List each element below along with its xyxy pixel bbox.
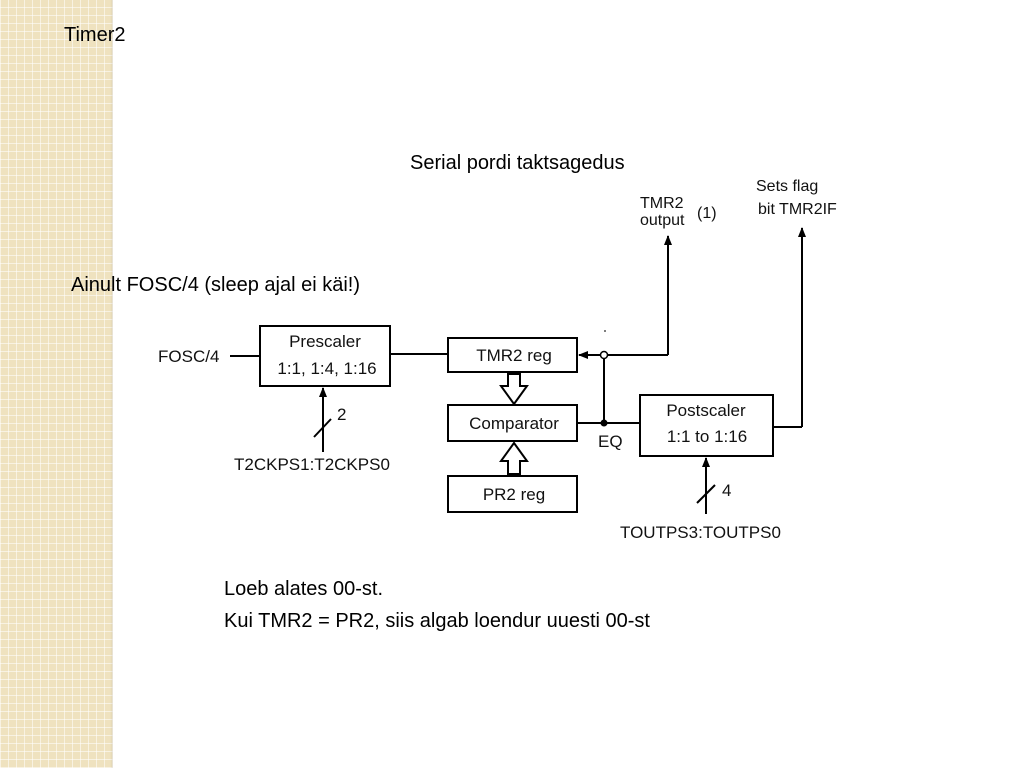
postscaler-ratios: 1:1 to 1:16 <box>667 427 747 446</box>
prescaler-box <box>259 325 391 387</box>
comparator-box <box>447 404 578 442</box>
pr2-to-comparator-arrow <box>499 441 529 475</box>
decorative-side-strip <box>0 0 113 768</box>
pr2-reg-label: PR2 reg <box>483 485 545 504</box>
flag-label-2: bit TMR2IF <box>758 201 837 218</box>
note-line-1: Loeb alates 00-st. <box>224 578 383 600</box>
tmr2-to-comparator-arrow <box>499 373 529 406</box>
prescaler-bus-slash <box>313 418 332 438</box>
stray-dot <box>604 330 606 332</box>
tmr2-reg-label: TMR2 reg <box>476 346 552 365</box>
fosc-note: Ainult FOSC/4 (sleep ajal ei käi!) <box>71 274 361 296</box>
tmr2-output-footnote: (1) <box>697 205 717 222</box>
prescaler-bus-bits: T2CKPS1:T2CKPS0 <box>234 455 390 474</box>
tmr2-output-label-1: TMR2 <box>640 195 684 212</box>
tmr2-output-junction <box>599 350 609 360</box>
comparator-label: Comparator <box>469 414 559 433</box>
serial-port-label: Serial pordi taktsagedus <box>410 152 625 174</box>
tmr2-reg-box <box>447 337 578 373</box>
eq-label: EQ <box>598 432 623 451</box>
postscaler-bus-width: 4 <box>722 481 731 500</box>
fosc-input-label: FOSC/4 <box>158 347 219 366</box>
postscaler-bus-slash <box>696 484 716 504</box>
slide-title: Timer2 <box>64 24 126 46</box>
prescaler-title: Prescaler <box>289 332 361 351</box>
tmr2-output-label-2: output <box>640 212 685 229</box>
postscaler-bus-bits: TOUTPS3:TOUTPS0 <box>620 523 781 542</box>
pr2-reg-box <box>447 475 578 513</box>
note-line-2: Kui TMR2 = PR2, siis algab loendur uuest… <box>224 610 650 632</box>
postscaler-title: Postscaler <box>666 401 746 420</box>
postscaler-box <box>639 394 774 457</box>
prescaler-ratios: 1:1, 1:4, 1:16 <box>277 359 376 378</box>
prescaler-bus-width: 2 <box>337 405 346 424</box>
flag-label-1: Sets flag <box>756 178 818 195</box>
